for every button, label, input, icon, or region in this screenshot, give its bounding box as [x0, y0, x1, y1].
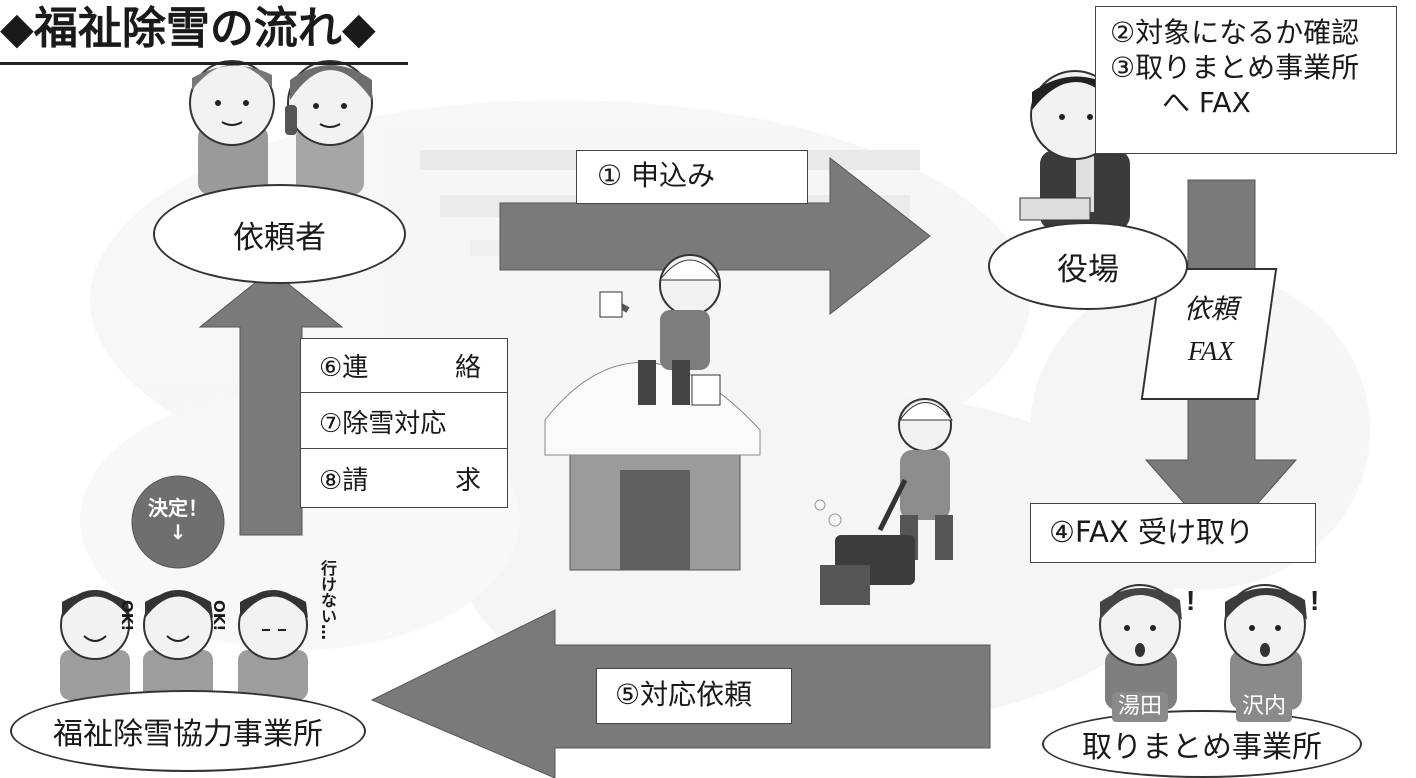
task-forward-fax-cont: へ FAX — [1162, 86, 1251, 119]
svg-text:!: ! — [1310, 585, 1319, 616]
speech-cannot-go: 行けない… — [318, 560, 337, 640]
node-coordinator: 取りまとめ事業所 — [1042, 710, 1362, 778]
staff-badge-yuda: 湯田 — [1112, 692, 1169, 722]
decided-badge-text: 決定！ — [148, 496, 208, 520]
node-partner: 福祉除雪協力事業所 — [10, 690, 366, 772]
step-snow-removal-label: ⑦除雪対応 — [319, 409, 447, 439]
arrow-apply — [499, 156, 931, 316]
step-snow-removal: ⑦除雪対応 — [301, 395, 507, 449]
speech-ok-1: OK! — [118, 600, 136, 632]
steps-stack: ⑥連 絡 ⑦除雪対応 ⑧請 求 — [300, 338, 508, 508]
partner-illustration — [60, 475, 308, 700]
task-check-eligibility: ②対象になるか確認 — [1110, 16, 1360, 49]
step-request-label: ⑤対応依頼 — [596, 668, 792, 724]
node-town-office: 役場 — [988, 222, 1188, 310]
fax-label-line1: 依頼 — [1183, 294, 1238, 324]
requester-illustration — [189, 60, 373, 195]
staff-badge-sawauchi: 沢内 — [1236, 692, 1293, 722]
step-contact-char: 絡 — [454, 353, 481, 383]
step-billing: ⑧請 求 — [301, 451, 507, 505]
task-forward-fax: ③取りまとめ事業所 — [1110, 51, 1360, 84]
page-title: ◆福祉除雪の流れ◆ — [0, 0, 408, 65]
step-contact-num: ⑥連 — [319, 353, 369, 383]
node-requester: 依頼者 — [153, 184, 406, 284]
decided-badge-arrow: ↓ — [169, 520, 187, 544]
snow-house-illustration — [544, 254, 761, 571]
town-office-tasks-box: ②対象になるか確認 ③取りまとめ事業所 へ FAX — [1095, 6, 1397, 154]
step-fax-receive-label: ④FAX 受け取り — [1030, 503, 1316, 563]
step-contact: ⑥連 絡 — [301, 339, 507, 393]
fax-label-line2: FAX — [1187, 336, 1234, 366]
step-apply-label: ① 申込み — [576, 150, 808, 204]
speech-ok-2: OK! — [210, 600, 228, 632]
svg-text:!: ! — [1186, 585, 1195, 616]
step-billing-num: ⑧請 — [319, 465, 369, 496]
decided-badge: 決定！ ↓ — [140, 496, 216, 544]
step-billing-char: 求 — [454, 465, 481, 496]
snowblower-illustration — [814, 398, 954, 605]
